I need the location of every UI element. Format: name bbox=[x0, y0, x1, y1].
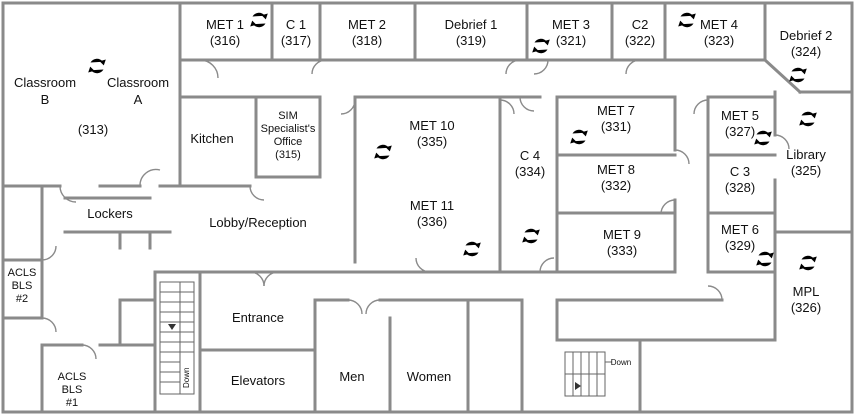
label-met6: MET 6(329) bbox=[721, 222, 759, 253]
label-met8: MET 8(332) bbox=[597, 162, 635, 193]
refresh-icon[interactable] bbox=[799, 255, 817, 271]
stairs-right bbox=[564, 351, 612, 397]
label-elevators: Elevators bbox=[231, 373, 286, 388]
label-library: Library(325) bbox=[786, 147, 826, 178]
label-c2: C2(322) bbox=[625, 17, 655, 48]
stairs-left bbox=[159, 281, 195, 395]
refresh-icon[interactable] bbox=[88, 58, 106, 74]
label-313: (313) bbox=[78, 122, 108, 137]
label-met9: MET 9(333) bbox=[603, 227, 641, 258]
refresh-icon[interactable] bbox=[789, 67, 807, 83]
refresh-icon[interactable] bbox=[799, 111, 817, 127]
refresh-icon[interactable] bbox=[463, 241, 481, 257]
label-debrief2: Debrief 2(324) bbox=[780, 28, 833, 59]
label-men: Men bbox=[339, 369, 364, 384]
refresh-icon[interactable] bbox=[250, 12, 268, 28]
label-debrief1: Debrief 1(319) bbox=[445, 17, 498, 48]
room-labels: MET 1(316) C 1(317) MET 2(318) Debrief 1… bbox=[8, 17, 833, 409]
refresh-icon[interactable] bbox=[374, 144, 392, 160]
refresh-icon[interactable] bbox=[678, 12, 696, 28]
label-met10: MET 10(335) bbox=[409, 118, 454, 149]
label-met3: MET 3(321) bbox=[552, 17, 590, 48]
label-met7: MET 7(331) bbox=[597, 103, 635, 134]
label-met5: MET 5(327) bbox=[721, 108, 759, 139]
label-c3: C 3(328) bbox=[725, 164, 755, 195]
refresh-icon[interactable] bbox=[522, 228, 540, 244]
label-entrance: Entrance bbox=[232, 310, 284, 325]
refresh-icon[interactable] bbox=[532, 38, 550, 54]
doors bbox=[41, 59, 790, 360]
label-kitchen: Kitchen bbox=[190, 131, 233, 146]
label-lobby: Lobby/Reception bbox=[209, 215, 307, 230]
refresh-icon[interactable] bbox=[754, 130, 772, 146]
label-c1: C 1(317) bbox=[281, 17, 311, 48]
label-stair-left: Down bbox=[182, 368, 191, 388]
label-met1: MET 1(316) bbox=[206, 17, 244, 48]
label-mpl: MPL(326) bbox=[791, 284, 821, 315]
label-women: Women bbox=[407, 369, 452, 384]
label-met11: MET 11(336) bbox=[410, 198, 454, 229]
label-c4: C 4(334) bbox=[515, 148, 545, 179]
label-lockers: Lockers bbox=[87, 206, 133, 221]
refresh-icon[interactable] bbox=[570, 129, 588, 145]
label-met4: MET 4(323) bbox=[700, 17, 738, 48]
refresh-icon[interactable] bbox=[756, 251, 774, 267]
label-met2: MET 2(318) bbox=[348, 17, 386, 48]
label-stair-right: Down bbox=[611, 358, 631, 367]
